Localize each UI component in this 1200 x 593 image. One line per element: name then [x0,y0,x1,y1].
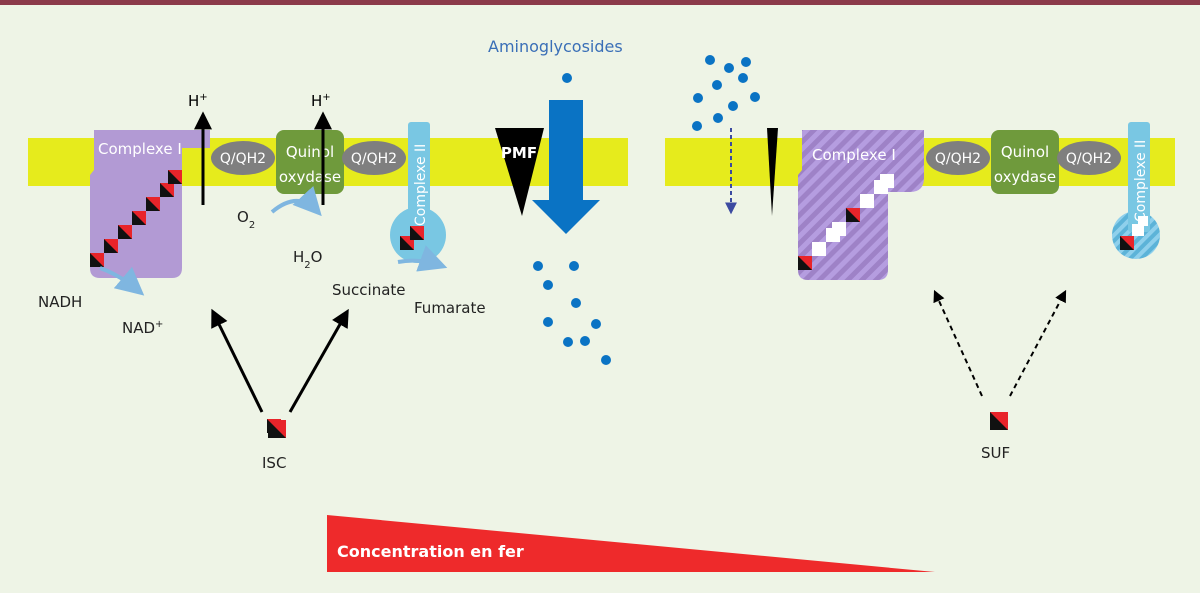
h2o-h: H [293,248,304,266]
isc-icon-black [268,420,286,438]
nad-base: NAD [122,319,155,337]
aminoglycoside-influx-arrow [532,100,600,234]
h2o-o: O [311,248,323,266]
succinate-label: Succinate [332,281,406,299]
h2o-label: H2O [293,248,322,271]
succinate-arrow [397,245,448,272]
complexe-i-label: Complexe I [98,140,182,158]
nad-label: NAD+ [122,319,163,337]
q-pool-2 [342,141,406,175]
quinol-oxydase-right-line2: oxydase [994,168,1056,186]
quinol-oxydase-right [991,130,1059,194]
o2-h2o-arrow [270,186,322,217]
proton-1-charge: + [199,92,207,103]
q-pool-right-1-label: Q/QH2 [935,151,981,167]
quinol-oxydase-right-line1: Quinol [1001,143,1049,161]
iron-concentration-wedge [327,515,935,572]
complexe-ii-label: Complexe II [413,144,429,226]
isc-to-complexe-i-arrow [211,308,264,413]
quinol-oxydase [276,130,344,194]
complexe-ii-right-fes [1120,216,1148,250]
aminoglycoside-molecules-left [533,73,611,365]
complexe-i-right-fes-chain [798,174,894,270]
o2-base: O [237,208,249,226]
top-border [0,0,1200,5]
complexe-ii-right [1128,122,1150,232]
proton-1-h: H [188,92,199,110]
q-pool-1 [211,141,275,175]
aminoglycoside-molecules-right [692,55,760,131]
fumarate-label: Fumarate [414,299,486,317]
isc-label: ISC [262,454,286,472]
q-pool-2-label: Q/QH2 [351,151,397,167]
nadh-arrow [99,266,145,296]
nad-charge: + [155,319,163,330]
h2o-sub: 2 [304,260,310,271]
quinol-oxydase-line2: oxydase [279,168,341,186]
proton-1: H+ [188,92,208,110]
suf-to-complexe-ii-arrow [1009,289,1067,397]
proton-2-charge: + [322,92,330,103]
isc-to-complexe-ii-arrow [288,308,349,413]
q-pool-right-1 [926,141,990,175]
proton-2: H+ [311,92,331,110]
complexe-ii-right-label: Complexe II [1133,140,1149,222]
complexe-i-right-label: Complexe I [812,146,896,164]
suf-to-complexe-i-arrow [933,289,983,397]
o2-sub: 2 [249,220,255,231]
quinol-oxydase-line1: Quinol [286,143,334,161]
q-pool-right-2-label: Q/QH2 [1066,151,1112,167]
q-pool-1-label: Q/QH2 [220,151,266,167]
o2-label: O2 [237,208,255,231]
complexe-ii [408,122,430,232]
nadh-label: NADH [38,293,82,311]
proton-2-h: H [311,92,322,110]
aminoglycosides-label: Aminoglycosides [488,37,623,56]
q-pool-right-2 [1057,141,1121,175]
pmf-label: PMF [501,144,537,162]
suf-icon-black [990,412,1008,430]
pmf-triangle-weak [767,128,778,216]
iron-concentration-label: Concentration en fer [337,542,524,561]
suf-label: SUF [981,444,1010,462]
pmf-triangle [495,128,544,216]
